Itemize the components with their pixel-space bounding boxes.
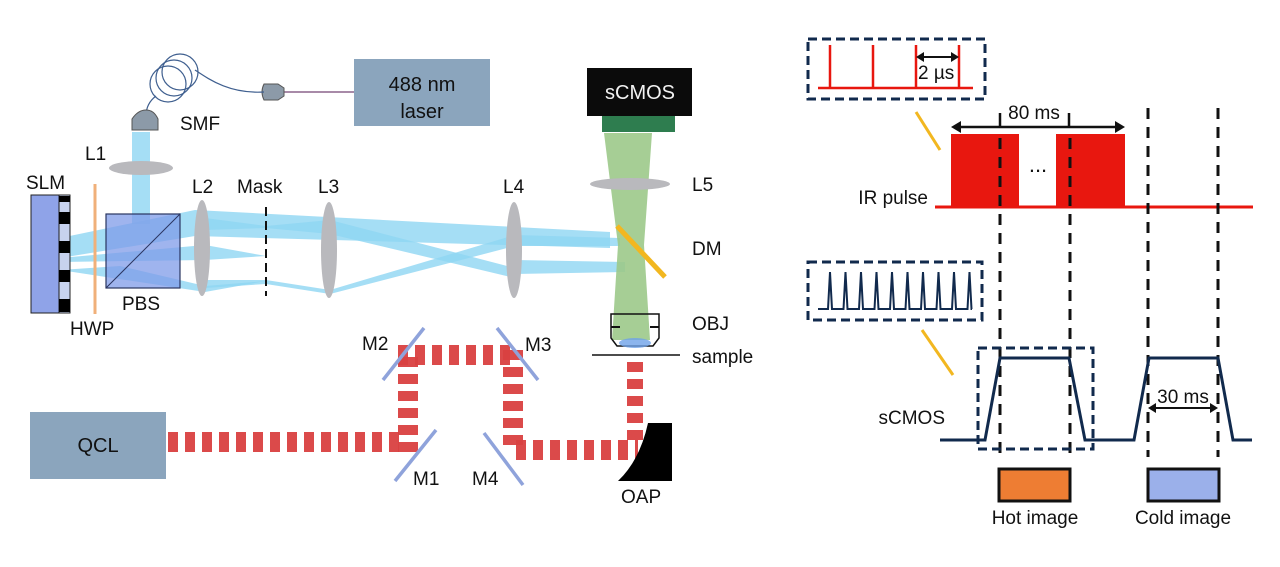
ir-beam (168, 345, 643, 460)
hot-image-label: Hot image (992, 508, 1079, 529)
scmos-trace-label: sCMOS (879, 408, 946, 429)
lens-l1 (109, 161, 173, 175)
exposure-arrow (1148, 403, 1218, 413)
ir-inset-pointer (914, 111, 942, 151)
smf-fiber (145, 53, 265, 117)
ir-inset: 2 µs (806, 37, 987, 101)
l2-label: L2 (192, 177, 213, 198)
mask-label: Mask (237, 177, 283, 198)
ir-window-arrow (951, 113, 1125, 133)
cold-image-label: Cold image (1135, 508, 1231, 529)
l4-label: L4 (503, 177, 525, 198)
ir-window-label: 80 ms (1008, 103, 1060, 124)
inset-period-label: 2 µs (918, 63, 954, 84)
dm-label: DM (692, 239, 722, 260)
scmos-camera (587, 68, 692, 116)
slm-label: SLM (26, 173, 65, 194)
scmos-camera-label: sCMOS (605, 82, 675, 104)
qcl (30, 412, 166, 479)
lens-l3 (321, 202, 337, 298)
oap-label: OAP (621, 487, 661, 508)
fiber-coupler-output (131, 109, 159, 131)
sync-lines (998, 108, 1220, 457)
ir-pulse-trace (935, 134, 1253, 209)
pbs-label: PBS (122, 294, 160, 315)
obj-label: OBJ (692, 314, 729, 335)
dichroic-mirror (615, 224, 667, 279)
scmos-inset-pointer (920, 329, 955, 376)
laser-488-line1: 488 nm (389, 74, 456, 96)
mirror-m4 (482, 431, 525, 487)
mirror-m2 (381, 326, 426, 382)
mirror-m1 (393, 428, 438, 483)
m4-label: M4 (472, 469, 499, 490)
pbs (105, 213, 181, 289)
m3-label: M3 (525, 335, 551, 356)
laser-488: 488 nm laser (354, 59, 490, 126)
qcl-label: QCL (77, 435, 118, 457)
laser-488-line2: laser (400, 101, 444, 123)
exposure-label: 30 ms (1157, 387, 1209, 408)
mirror-m3 (495, 326, 540, 382)
ir-pulse-label: IR pulse (858, 188, 928, 209)
l5-label: L5 (692, 175, 713, 196)
sample-label: sample (692, 347, 753, 368)
l3-label: L3 (318, 177, 339, 198)
slm (30, 194, 71, 314)
scmos-trace (940, 356, 1252, 442)
smf-label: SMF (180, 114, 220, 135)
l1-label: L1 (85, 144, 106, 165)
oap (618, 423, 672, 481)
lens-l5 (590, 178, 670, 190)
exposure-highlight (976, 346, 1095, 451)
hot-image-box (997, 467, 1072, 503)
cold-image-box (1146, 467, 1221, 503)
m1-label: M1 (413, 469, 439, 490)
hwp-label: HWP (70, 319, 114, 340)
m2-label: M2 (362, 334, 388, 355)
lens-l2 (194, 200, 210, 296)
lens-l4 (506, 202, 522, 298)
ellipsis: ... (1029, 152, 1047, 177)
fiber-coupler-input (261, 83, 285, 101)
camera-filter (602, 116, 675, 132)
scmos-inset (806, 260, 984, 322)
objective (610, 313, 660, 348)
